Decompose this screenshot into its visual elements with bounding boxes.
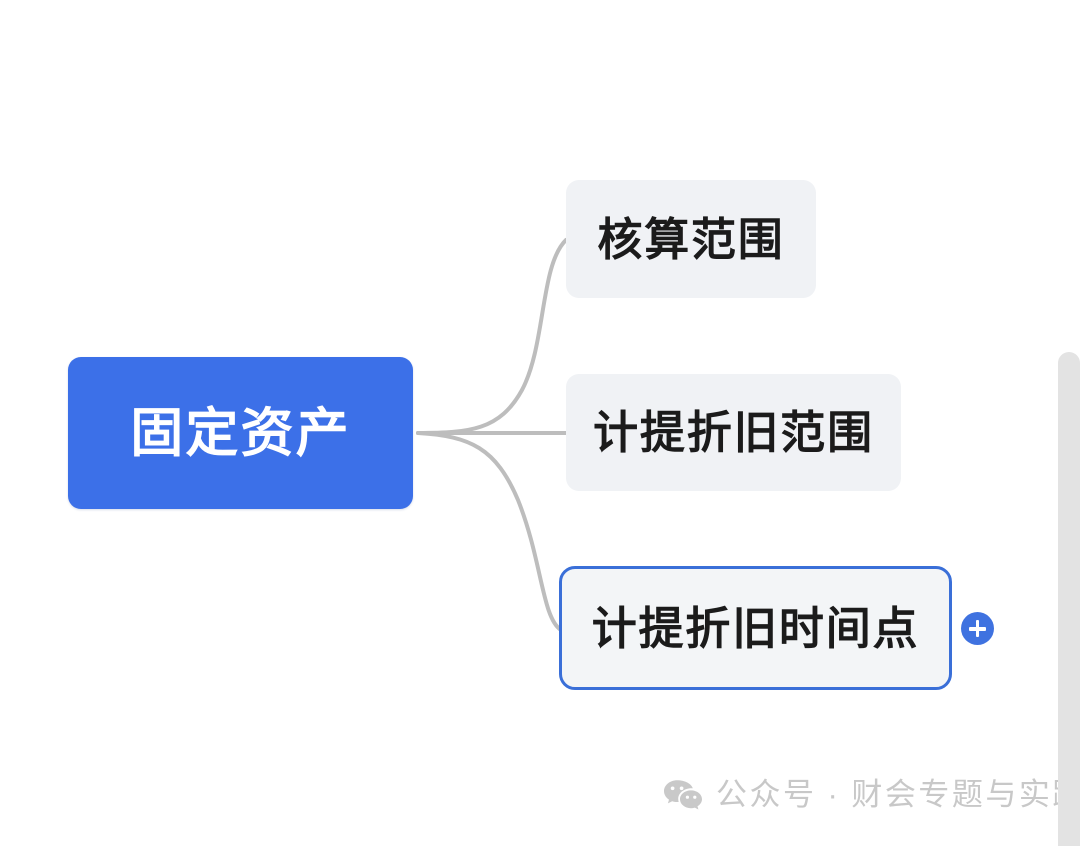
- mindmap-node-depreciation-timing-selected[interactable]: 计提折旧时间点: [559, 566, 952, 690]
- mindmap-node-label: 计提折旧范围: [593, 407, 874, 458]
- connector-to-child-1: [416, 238, 568, 435]
- mindmap-node-accounting-scope[interactable]: 核算范围: [566, 180, 816, 298]
- vertical-scrollbar[interactable]: [1058, 0, 1080, 846]
- wechat-icon: [664, 780, 702, 810]
- watermark: 公众号 · 财会专题与实践: [663, 778, 1080, 810]
- scrollbar-thumb[interactable]: [1058, 352, 1080, 846]
- mindmap-node-depreciation-scope[interactable]: 计提折旧范围: [566, 374, 901, 491]
- mindmap-node-label: 核算范围: [597, 213, 785, 265]
- mindmap-node-label: 计提折旧时间点: [591, 602, 920, 654]
- mindmap-root-label: 固定资产: [130, 403, 351, 463]
- mindmap-root-node[interactable]: 固定资产: [68, 357, 413, 509]
- connector-to-child-3: [416, 431, 563, 632]
- watermark-text: 公众号 · 财会专题与实践: [716, 776, 1080, 812]
- add-child-node-button[interactable]: [961, 612, 994, 645]
